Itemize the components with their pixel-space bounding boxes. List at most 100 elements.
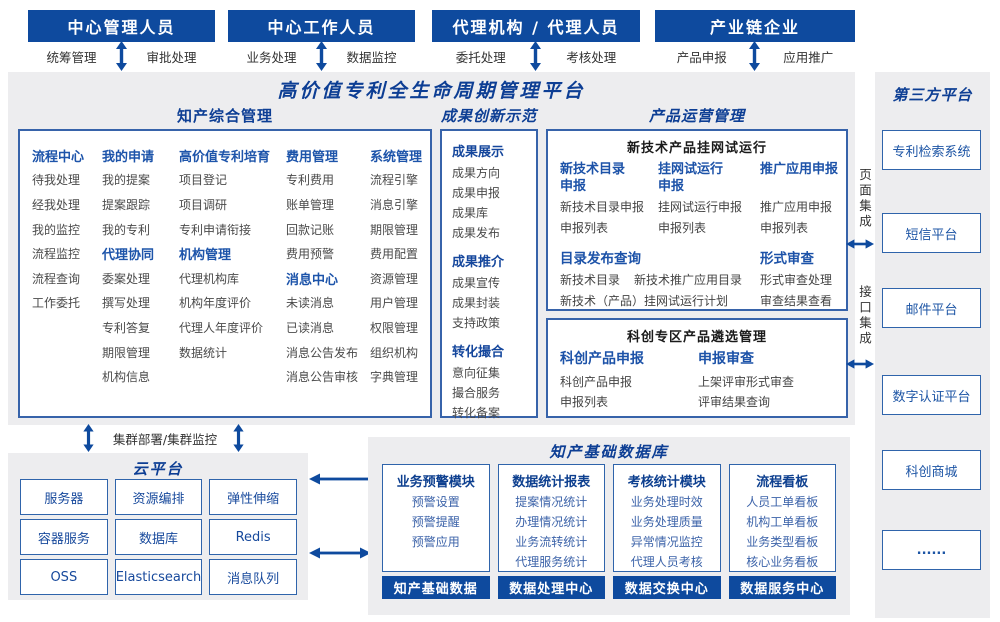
ip-entry: 机构信息 (102, 370, 151, 385)
cloud-service-box: 消息队列 (209, 559, 297, 595)
formal-review-item: 审查结果查看 (760, 294, 833, 308)
role-function-label: 业务处理 (246, 49, 297, 65)
kb-module-item: 预警设置 (411, 495, 460, 509)
kb-module-item: 业务处理时效 (630, 495, 703, 509)
product-ops-column: 新技术目录申报 新技术目录申报申报列表 (560, 161, 658, 239)
ip-entry: 代理人年度评价 (179, 320, 264, 335)
vertical-double-arrow-icon (115, 41, 127, 71)
sci-innovation-item: 申报列表 (560, 395, 609, 409)
role-title-bar: 中心管理人员 (28, 10, 215, 42)
third-party-panel: 第三方平台 专利检索系统短信平台邮件平台数字认证平台科创商城...... (875, 72, 990, 618)
ip-entry: 项目登记 (179, 173, 228, 188)
formal-review-header: 形式审查 (760, 251, 814, 267)
cluster-deploy-monitor-label: 集群部署/集群监控 (112, 432, 218, 447)
role-functions: 产品申报 应用推广 (655, 41, 855, 71)
ip-entry: 账单管理 (286, 197, 335, 212)
product-ops-item: 挂网试运行申报 (658, 200, 743, 214)
ip-entry: 流程中心 (32, 149, 85, 165)
cloud-service-box: 弹性伸缩 (209, 479, 297, 515)
ip-entry: 期限管理 (102, 345, 151, 360)
product-ops-item: 推广应用申报 (760, 200, 833, 214)
section-title-product-operation: 产品运营管理 (648, 107, 745, 125)
new-tech-trial-title: 新技术产品挂网试运行 (626, 141, 767, 156)
ip-entry: 流程引擎 (370, 173, 419, 188)
role-functions: 委托处理 考核处理 (432, 41, 640, 71)
achievement-group-header: 成果推介 (452, 255, 505, 270)
kb-module: 业务预警模块 预警设置预警提醒预警应用 知产基础数据 (382, 464, 490, 599)
ip-entry: 高价值专利培育 (179, 149, 271, 165)
ip-entry: 消息公告审核 (286, 370, 359, 385)
sci-innovation-column: 科创产品申报 科创产品申报申报列表 (560, 348, 698, 412)
left-arrow-icon (309, 473, 370, 485)
horizontal-double-arrow-icon (309, 547, 371, 559)
catalog-publish-query-header: 目录发布查询 (560, 251, 641, 267)
third-party-system-box: 数字认证平台 (882, 375, 981, 415)
sci-innovation-item: 评审结果查询 (698, 395, 771, 409)
catalog-item: 新技术目录 (560, 273, 621, 287)
kb-data-center-bar: 数据服务中心 (728, 576, 836, 599)
product-ops-column-items: 推广应用申报申报列表 (760, 197, 848, 239)
role-function-label: 应用推广 (783, 49, 834, 65)
kb-module-item: 代理人员考核 (630, 555, 703, 569)
product-ops-column-header: 新技术目录申报 (560, 162, 626, 194)
cloud-service-box: 资源编排 (114, 479, 203, 515)
achievement-group-items: 成果宣传成果封装支持政策 (452, 273, 536, 333)
ip-entry: 费用配置 (370, 247, 419, 262)
new-tech-trial-box: 新技术产品挂网试运行 新技术目录申报 新技术目录申报申报列表 挂网试运行申报 (546, 129, 848, 311)
formal-review: 形式审查 形式审查处理 审查结果查看 (760, 247, 832, 312)
kb-module-item: 机构工单看板 (746, 515, 819, 529)
platform-title: 高价值专利全生命周期管理平台 (277, 80, 586, 102)
ip-basic-database-title: 知产基础数据库 (549, 443, 669, 461)
kb-module-item: 办理情况统计 (515, 515, 588, 529)
ip-entry: 未读消息 (286, 296, 335, 311)
sci-innovation-selection-box: 科创专区产品遴选管理 科创产品申报 科创产品申报申报列表 申报审查 (546, 318, 848, 418)
ip-entry: 费用管理 (286, 149, 339, 165)
achievement-group: 成果推介 成果宣传成果封装支持政策 (442, 251, 536, 333)
ip-entry: 代理机构库 (179, 271, 240, 286)
catalog-publish-query: 目录发布查询 新技术目录 新技术推广应用目录 新技术（产品）挂网试运行计划 (560, 247, 742, 312)
product-ops-item: 申报列表 (658, 221, 707, 235)
cloud-platform-title: 云平台 (132, 460, 184, 478)
role-group: 代理机构 / 代理人员 委托处理 考核处理 (432, 10, 640, 71)
ip-entry: 组织机构 (370, 345, 419, 360)
sci-innovation-column-header: 科创产品申报 (560, 351, 644, 367)
achievement-item: 成果方向 (452, 166, 501, 180)
ip-entry: 机构年度评价 (179, 296, 252, 311)
third-party-system-box: 邮件平台 (882, 288, 981, 328)
achievement-group: 成果展示 成果方向成果申报成果库成果发布 (442, 141, 536, 243)
cloud-service-box: Redis (209, 519, 297, 555)
kb-module-item: 异常情况监控 (630, 535, 703, 549)
achievement-item: 支持政策 (452, 316, 501, 330)
ip-entry: 机构管理 (179, 248, 232, 264)
achievement-item: 意向征集 (452, 366, 501, 380)
kb-module-box: 业务预警模块 预警设置预警提醒预警应用 (382, 464, 490, 572)
kb-module-item: 业务类型看板 (746, 535, 819, 549)
product-ops-column-header: 推广应用申报 (760, 162, 839, 177)
achievement-demo-box: 成果展示 成果方向成果申报成果库成果发布 成果推介 成果宣传成果封装支持政策 转… (440, 129, 538, 420)
sci-innovation-item: 上架评审形式审查 (698, 375, 795, 389)
ip-entry: 我的申请 (102, 149, 155, 165)
ip-management-columns: 流程中心待我处理经我处理我的监控流程监控流程查询工作委托 我的申请我的提案提案跟… (20, 131, 430, 389)
page-integration-label: 页面集成 (857, 168, 872, 230)
ip-entry: 撰写处理 (102, 296, 151, 311)
product-ops-column-items: 挂网试运行申报申报列表 (658, 197, 760, 239)
role-function-label: 考核处理 (566, 49, 617, 65)
kb-module-item: 业务流转统计 (515, 535, 588, 549)
vertical-double-arrow-icon (83, 424, 94, 452)
role-group: 中心管理人员 统筹管理 审批处理 (28, 10, 215, 71)
ip-entry: 资源管理 (370, 271, 419, 286)
role-group: 中心工作人员 业务处理 数据监控 (228, 10, 415, 71)
role-function-label: 数据监控 (346, 49, 397, 65)
role-title-bar: 产业链企业 (655, 10, 855, 42)
ip-column: 流程中心待我处理经我处理我的监控流程监控流程查询工作委托 (32, 143, 102, 389)
vertical-double-arrow-icon (749, 41, 761, 71)
product-ops-item: 申报列表 (560, 221, 609, 235)
ip-entry: 项目调研 (179, 197, 228, 212)
product-ops-column: 挂网试运行申报 挂网试运行申报申报列表 (658, 161, 760, 239)
ip-entry: 委案处理 (102, 271, 151, 286)
role-function-label: 产品申报 (676, 49, 727, 65)
catalog-item: 新技术（产品）挂网试运行计划 (560, 294, 729, 308)
kb-module-header: 数据统计报表 (512, 475, 591, 490)
